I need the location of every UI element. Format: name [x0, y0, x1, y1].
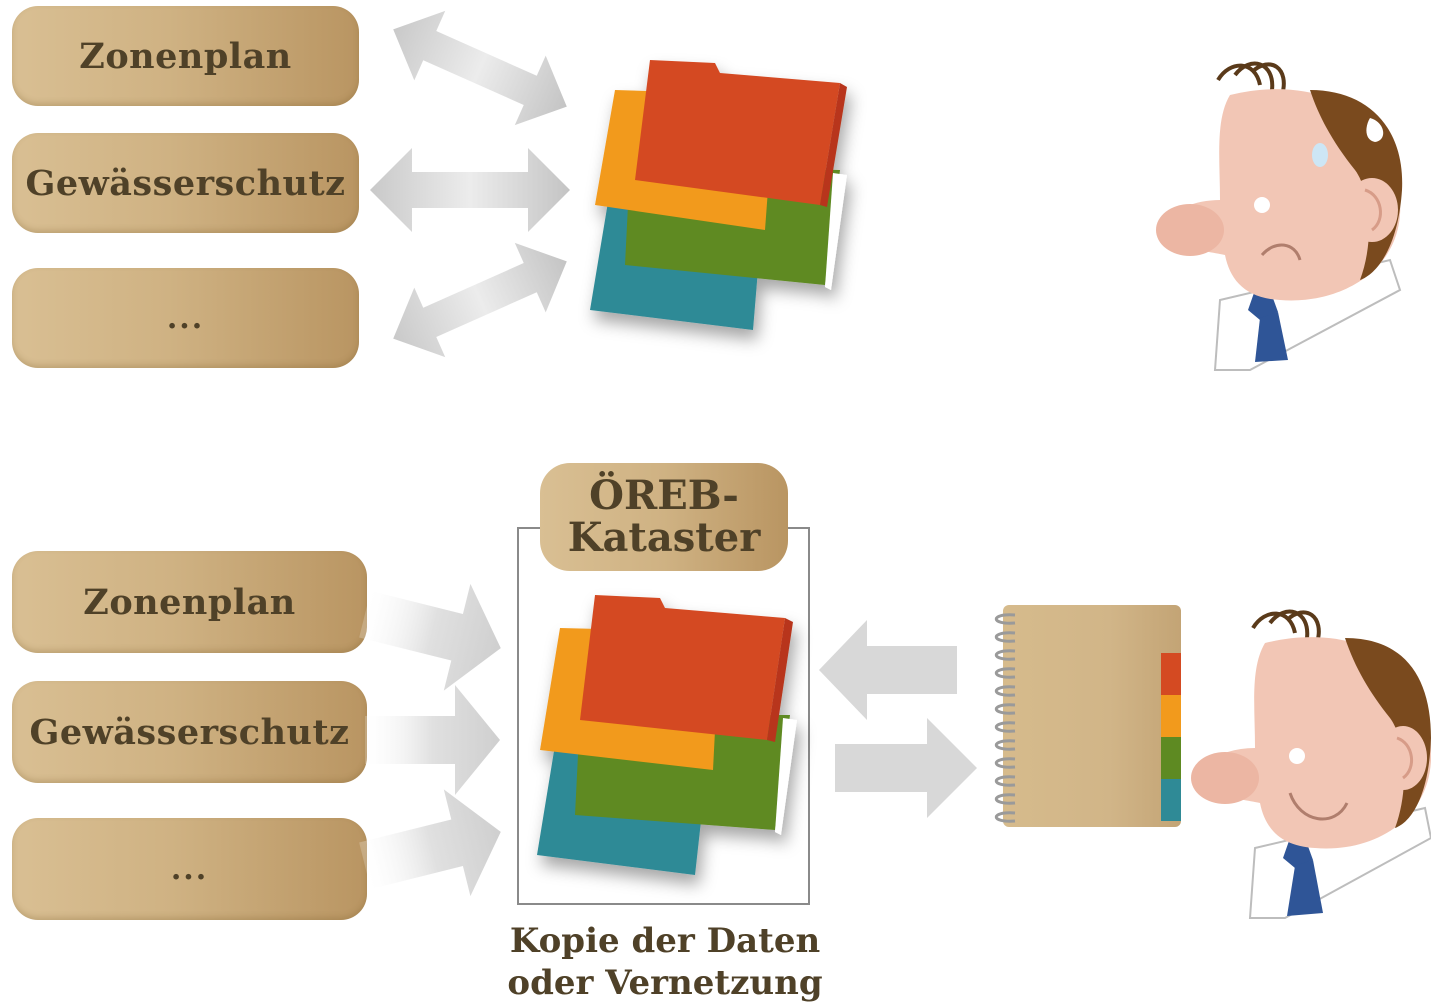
bottom-source-gewaesserschutz-label: Gewässerschutz — [29, 711, 350, 753]
bottom-source-zonenplan-label: Zonenplan — [83, 581, 296, 623]
bottom-source-more-label: ... — [170, 851, 209, 887]
top-source-zonenplan: Zonenplan — [12, 6, 359, 106]
person-worried-icon — [1156, 61, 1403, 371]
person-happy-icon — [1191, 609, 1431, 919]
arrow-icon — [835, 718, 977, 818]
bottom-source-zonenplan: Zonenplan — [12, 551, 367, 653]
top-source-gewaesserschutz: Gewässerschutz — [12, 133, 359, 233]
cadastre-caption-line2: oder Vernetzung — [507, 963, 823, 1003]
arrow-icon — [819, 620, 957, 720]
bottom-folder-stack-icon — [537, 595, 797, 875]
double-arrow-icon — [393, 10, 567, 126]
double-arrow-icon — [370, 148, 570, 232]
cadastre-label: ÖREB- Kataster — [540, 463, 788, 571]
arrow-icon — [365, 685, 500, 795]
bottom-source-gewaesserschutz: Gewässerschutz — [12, 681, 367, 783]
top-source-zonenplan-label: Zonenplan — [79, 35, 292, 77]
cadastre-label-line1: ÖREB- — [589, 472, 739, 519]
double-arrow-icon — [393, 242, 567, 358]
cadastre-caption: Kopie der Daten oder Vernetzung — [470, 920, 860, 1004]
arrow-icon — [359, 583, 501, 691]
top-source-gewaesserschutz-label: Gewässerschutz — [25, 162, 346, 204]
cadastre-label-line2: Kataster — [567, 514, 761, 561]
top-folder-stack-icon — [590, 60, 847, 330]
bottom-source-more: ... — [12, 818, 367, 920]
top-source-more: ... — [12, 268, 359, 368]
cadastre-caption-line1: Kopie der Daten — [509, 921, 821, 961]
notebook-icon — [994, 605, 1181, 827]
arrow-icon — [359, 789, 501, 897]
top-source-more-label: ... — [166, 300, 205, 336]
